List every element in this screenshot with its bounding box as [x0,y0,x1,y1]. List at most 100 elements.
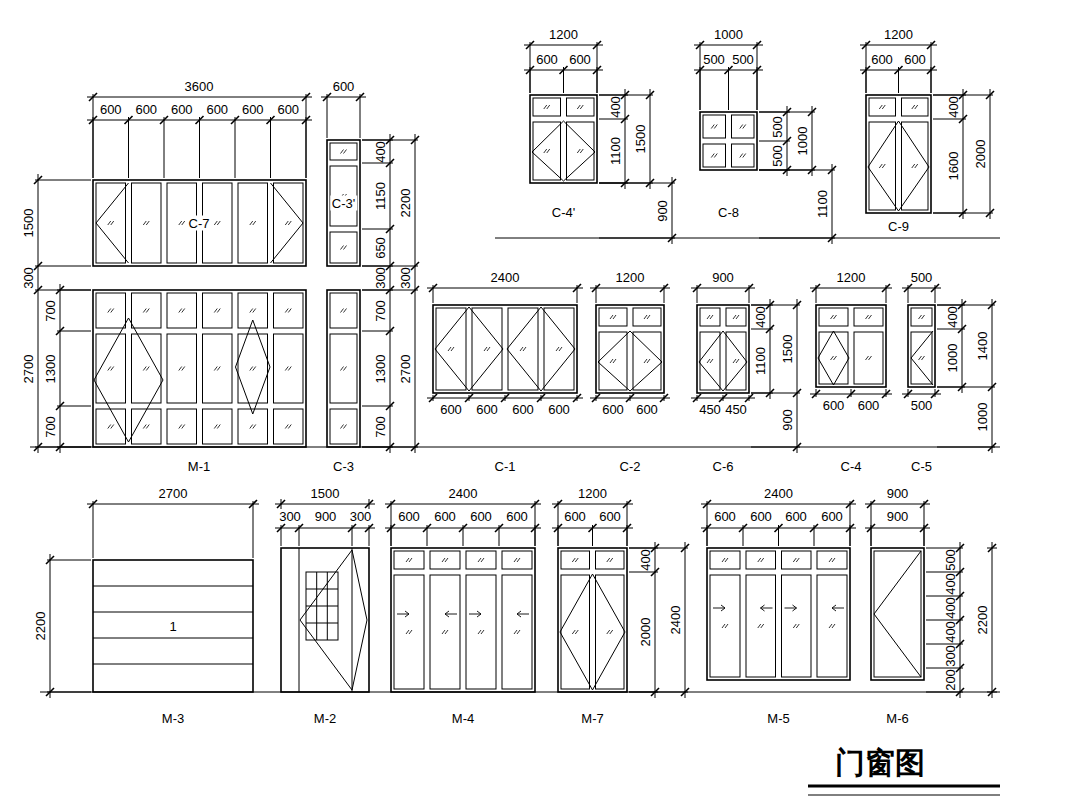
extension-line [700,42,701,110]
glass-mark [919,315,925,319]
extension-line [597,67,598,93]
window-pane [732,115,755,138]
extension-line [778,525,779,546]
dimension-label: 600 [636,402,658,417]
dimension-line [655,542,656,698]
dimension-label: 900 [887,509,909,524]
extension-line [57,331,91,332]
extension-line [93,117,94,178]
glass-mark [406,630,412,634]
glass-mark [572,630,578,634]
glass-mark [406,558,412,562]
window-pane [703,115,726,138]
dimension-label: 400 [943,597,958,619]
extension-line [35,180,91,181]
window-door-code: C-6 [713,459,734,474]
glass-mark [214,425,220,429]
door-frame [93,560,253,692]
dimension-label: 600 [823,398,845,413]
window-frame [697,305,749,393]
glass-mark [912,105,918,109]
window-pane [274,409,304,444]
glass-mark [707,315,713,319]
extension-line [327,94,328,138]
dimension-label: 2200 [975,606,990,635]
window-pane [238,293,268,328]
window-pane [874,551,921,677]
window-pane [132,293,162,328]
glass-mark [108,425,114,429]
dimension-label: 500 [770,116,785,138]
dimension-label: 600 [506,509,528,524]
extension-line [592,525,593,546]
glass-mark [879,164,885,168]
dimension-label: 1200 [616,270,645,285]
dimension-line [590,288,670,289]
dimension-label: 900 [887,486,909,501]
glass-mark [866,315,872,319]
dimension-label: 1300 [43,354,58,383]
dimension-label: 600 [548,402,570,417]
window-pane [394,575,424,689]
extension-line [505,395,506,401]
dimension-tick [501,394,509,402]
glass-mark [733,359,739,363]
window-pane [167,409,197,444]
window-pane [96,293,126,328]
extension-line [362,331,393,332]
door-glass-grid [306,623,338,624]
window-pane [466,575,496,689]
dimension-label: 2400 [491,270,520,285]
dimension-line [701,504,856,505]
extension-line [629,692,688,693]
dimension-label: 600 [512,402,534,417]
door-glass-grid [306,572,338,640]
opening-mark [236,320,271,414]
opening-mark [300,550,367,690]
glass-mark [758,558,764,562]
dimension-tick [931,390,939,398]
dimension-label: 1500 [21,209,36,238]
dimension-label: 2400 [449,486,478,501]
window-pane [330,232,357,263]
dimension-label: 1200 [884,27,913,42]
dimension-label: 300 [21,267,36,289]
dimension-label: 2400 [764,486,793,501]
dimension-line [832,164,833,244]
glass-mark [143,367,149,371]
glass-mark [556,347,562,351]
window-frame [816,305,886,387]
window-door-code: C-5 [911,459,932,474]
extension-line [599,95,653,96]
extension-line [935,389,936,397]
dimension-label: 600 [440,402,462,417]
window-frame [433,305,577,393]
glass-mark [442,558,448,562]
dimension-label: 1100 [753,347,768,375]
dimension-label: 500 [911,270,933,285]
extension-line [871,501,872,546]
extension-line [757,67,758,110]
extension-line [851,389,852,397]
extension-line [935,285,936,303]
extension-line [924,525,925,546]
extension-line [235,117,236,178]
door-jamb [352,548,353,692]
extension-line [937,305,995,306]
glass-mark [866,356,872,360]
opening-mark [874,551,921,677]
glass-mark [577,149,583,153]
dimension-label: 900 [655,200,670,222]
window-pane [567,98,595,116]
extension-line [577,285,578,303]
glass-mark [442,630,448,634]
extension-line [743,525,744,546]
dimension-tick [904,390,912,398]
extension-line [306,117,307,178]
extension-line [281,499,282,509]
glass-mark [919,356,925,360]
extension-line [499,525,500,546]
extension-line [886,389,887,397]
extension-line [759,170,835,171]
window-pane [472,308,502,390]
